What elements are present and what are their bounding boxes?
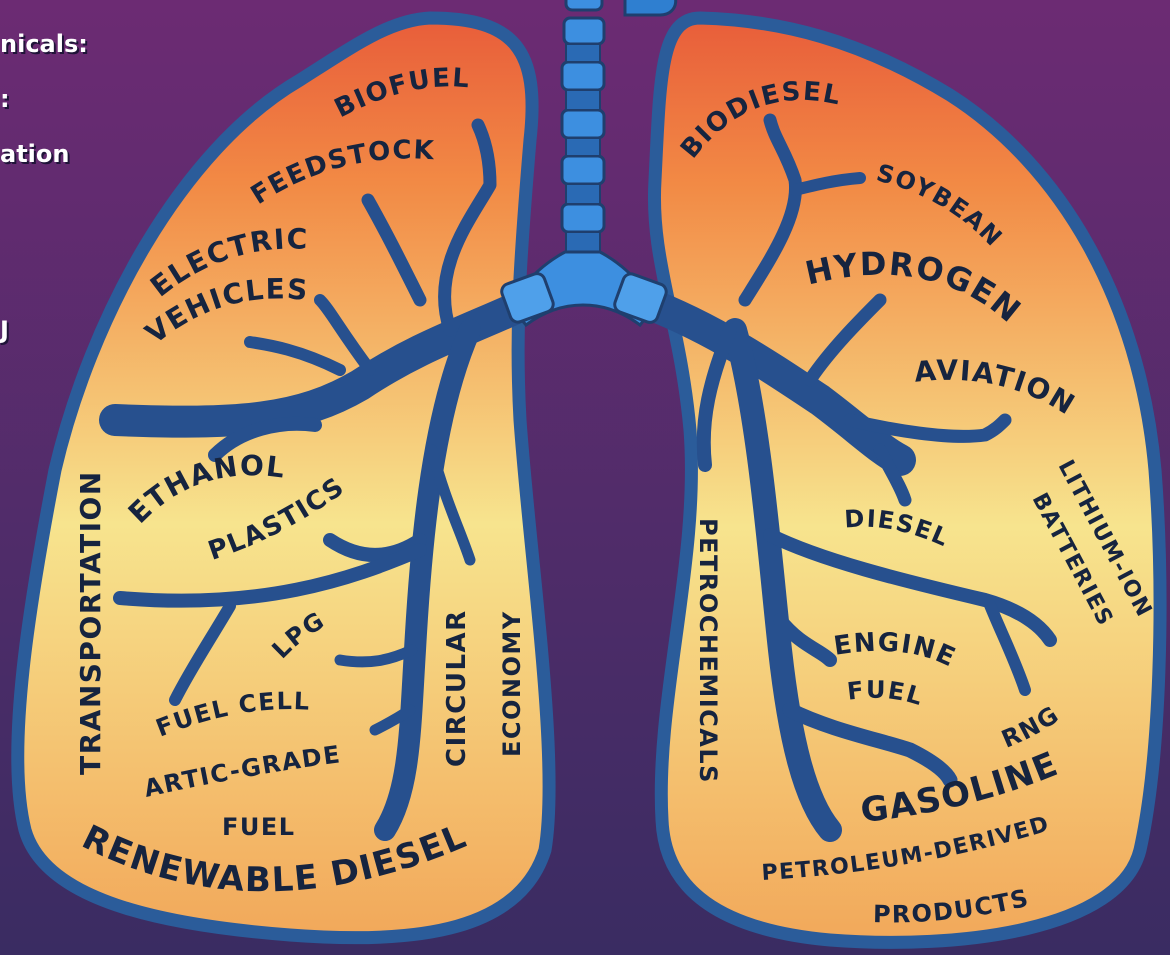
edge-text-line-1: nicals:	[0, 30, 88, 58]
edge-text-line-3: ation	[0, 140, 69, 168]
label-petrochemicals: PETROCHEMICALS	[694, 518, 722, 784]
trachea-connector	[625, 0, 676, 15]
label-artic-fuel: FUEL	[222, 813, 296, 841]
label-economy: ECONOMY	[498, 610, 526, 757]
label-transportation: TRANSPORTATION	[74, 470, 107, 775]
label-circular: CIRCULAR	[442, 609, 472, 767]
edge-text-line-2: :	[0, 85, 10, 113]
edge-text-line-4: J	[0, 316, 9, 344]
